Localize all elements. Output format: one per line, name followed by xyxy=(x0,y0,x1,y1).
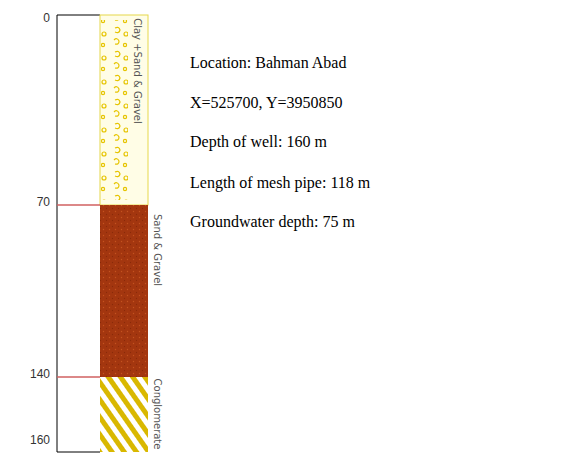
strata-band: Sand & Gravel xyxy=(100,205,166,377)
location-text: Location: Bahman Abad xyxy=(190,54,346,72)
layer-name: Sand & Gravel xyxy=(152,214,162,286)
strata-band: Clay +Sand & Gravel xyxy=(100,15,148,205)
well-depth-text: Depth of well: 160 m xyxy=(190,133,327,151)
groundwater-text: Groundwater depth: 75 m xyxy=(190,213,355,231)
depth-number: 0 xyxy=(43,11,50,25)
layer-name: Clay +Sand & Gravel xyxy=(132,18,142,124)
depth-number: 140 xyxy=(30,367,50,381)
mesh-pipe-text: Length of mesh pipe: 118 m xyxy=(190,174,370,192)
depth-number: 70 xyxy=(37,195,50,209)
coordinate-text: X=525700, Y=3950850 xyxy=(190,94,343,112)
strata-band: Conglomerate xyxy=(100,377,166,452)
depth-number: 160 xyxy=(30,433,50,447)
layer-name: Conglomerate xyxy=(152,378,162,449)
